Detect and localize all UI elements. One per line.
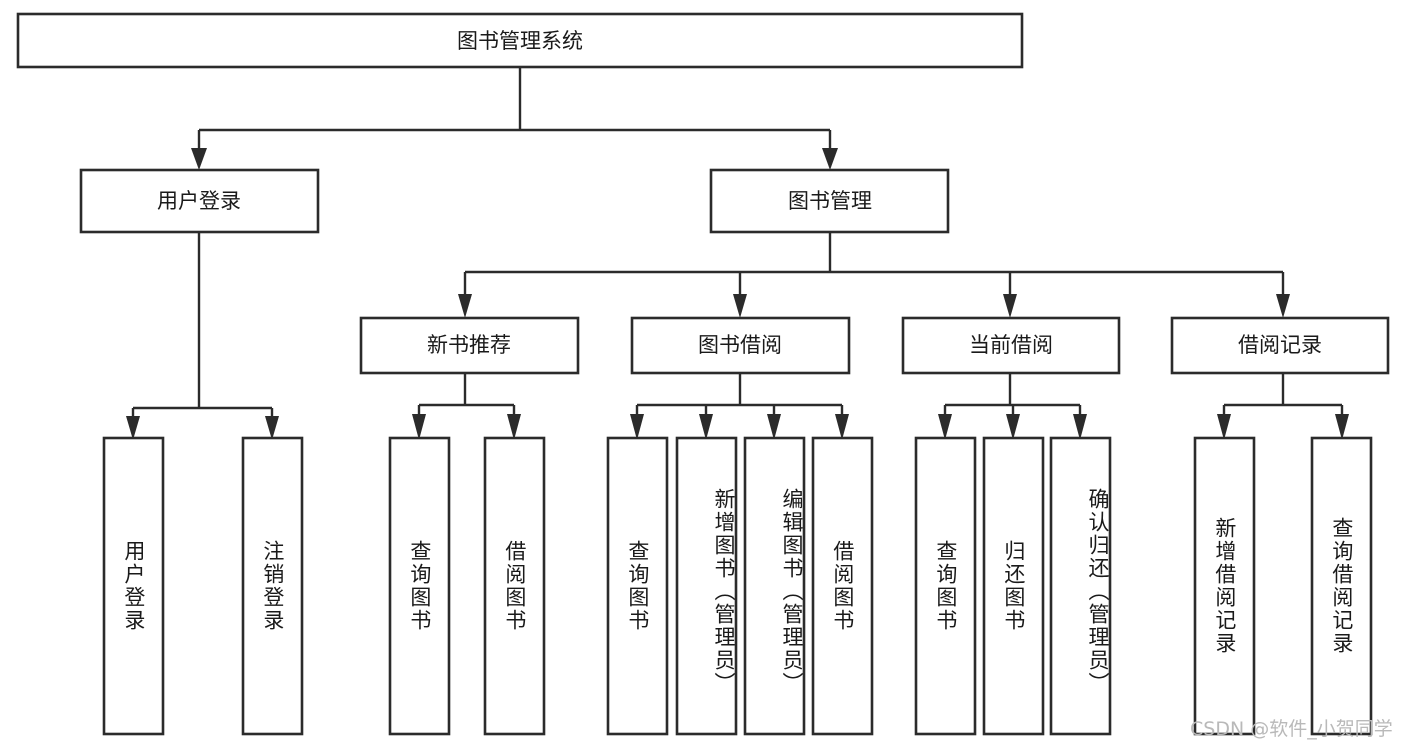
arrow-head-icon-current-leaf-2 [1006,414,1020,440]
node-leaf-query-book-borrow[interactable] [606,436,669,736]
arrow-head-icon-borrow-leaf-1 [630,414,644,440]
node-current-borrow-label: 当前借阅 [969,333,1053,357]
node-leaf-add-book-admin[interactable] [675,436,738,736]
node-new-book-recommend-label: 新书推荐 [427,333,511,357]
node-leaf-query-book-current[interactable] [914,436,977,736]
node-leaf-query-borrow-record[interactable] [1310,436,1373,736]
node-user-login[interactable] [79,168,320,234]
arrow-head-icon-record-leaf-2 [1335,414,1349,440]
arrow-head-icon-newbook-leaf-2 [507,414,521,440]
node-root-book-management-system[interactable] [16,12,1024,69]
node-book-management[interactable] [709,168,950,234]
node-leaf-query-book-newbook[interactable] [388,436,451,736]
node-current-borrow[interactable] [901,316,1121,375]
arrow-head-icon-record [1276,294,1290,318]
arrow-head-icon-current-leaf-1 [938,414,952,440]
arrow-head-icon-borrow [733,294,747,318]
arrow-head-icon-borrow-leaf-4 [835,414,849,440]
node-leaf-edit-book-admin[interactable] [743,436,806,736]
node-root-label: 图书管理系统 [457,29,583,53]
node-book-management-label: 图书管理 [788,189,872,213]
arrow-head-icon-borrow-leaf-2 [699,414,713,440]
arrow-head-icon-current-leaf-3 [1073,414,1087,440]
node-group: 图书管理系统 用户登录 图书管理 新书推荐 图书借阅 当前借阅 借阅记录 [16,12,1390,736]
node-new-book-recommend[interactable] [359,316,580,375]
node-book-borrow-label: 图书借阅 [698,333,782,357]
node-borrow-record-label: 借阅记录 [1238,333,1322,357]
connector-group [126,67,1349,440]
node-leaf-borrow-book[interactable] [811,436,874,736]
arrow-head-icon-current [1003,294,1017,318]
node-borrow-record[interactable] [1170,316,1390,375]
node-leaf-logout[interactable] [241,436,304,736]
node-leaf-borrow-book-newbook[interactable] [483,436,546,736]
arrow-head-icon-root-login [191,148,207,170]
arrow-head-icon-borrow-leaf-3 [767,414,781,440]
arrow-head-icon-newbook-leaf-1 [412,414,426,440]
csdn-watermark: CSDN @软件_小贺同学 [1190,718,1393,740]
arrow-head-icon-login-leaf-1 [126,416,140,440]
arrow-head-icon-record-leaf-1 [1217,414,1231,440]
node-leaf-confirm-return-admin[interactable] [1049,436,1112,736]
node-leaf-user-login[interactable] [102,436,165,736]
node-leaf-add-borrow-record[interactable] [1193,436,1256,736]
arrow-head-icon-newbook [458,294,472,318]
node-leaf-return-book[interactable] [982,436,1045,736]
arrow-head-icon-root-bookmgmt [822,148,838,170]
arrow-head-icon-login-leaf-2 [265,416,279,440]
node-book-borrow[interactable] [630,316,851,375]
node-user-login-label: 用户登录 [157,189,241,213]
